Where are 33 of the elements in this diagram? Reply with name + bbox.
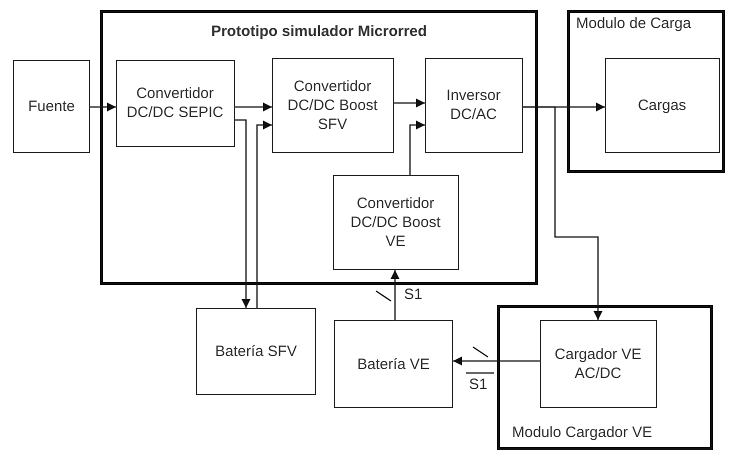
box-label: Convertidor DC/DC Boost VE bbox=[349, 194, 442, 250]
box-label: Convertidor DC/DC SEPIC bbox=[126, 84, 224, 122]
arrow bbox=[235, 119, 250, 308]
module-container bbox=[567, 10, 725, 173]
arrow bbox=[409, 120, 425, 175]
group-title: Modulo de Carga bbox=[576, 15, 692, 32]
process-box bbox=[604, 58, 720, 152]
arrow bbox=[523, 106, 602, 320]
process-box bbox=[424, 58, 522, 152]
box-label: Batería VE bbox=[357, 354, 430, 374]
arrow bbox=[394, 98, 425, 108]
process-box bbox=[540, 320, 656, 408]
process-box bbox=[116, 60, 234, 146]
arrow bbox=[256, 120, 272, 308]
group-title: Prototipo simulador Microrred bbox=[210, 23, 428, 40]
module-container bbox=[100, 10, 538, 285]
process-box bbox=[334, 320, 453, 408]
box-label: Batería SFV bbox=[215, 342, 297, 361]
arrow bbox=[453, 356, 540, 366]
box-label: Cargas bbox=[638, 96, 686, 114]
box-label: Convertidor DC/DC Boost SFV bbox=[286, 76, 379, 134]
process-box bbox=[196, 308, 316, 395]
box-label: Inversor DC/AC bbox=[445, 86, 502, 124]
arrow bbox=[90, 102, 116, 112]
process-box bbox=[332, 174, 458, 270]
arrow bbox=[235, 102, 272, 112]
arrow bbox=[390, 270, 400, 320]
box-label: Cargador VE AC/DC bbox=[554, 344, 642, 382]
group-title: Modulo Cargador VE bbox=[512, 424, 652, 441]
process-box bbox=[272, 58, 394, 152]
module-container bbox=[497, 305, 713, 450]
box-label: Fuente bbox=[28, 97, 75, 116]
process-box bbox=[13, 60, 90, 153]
